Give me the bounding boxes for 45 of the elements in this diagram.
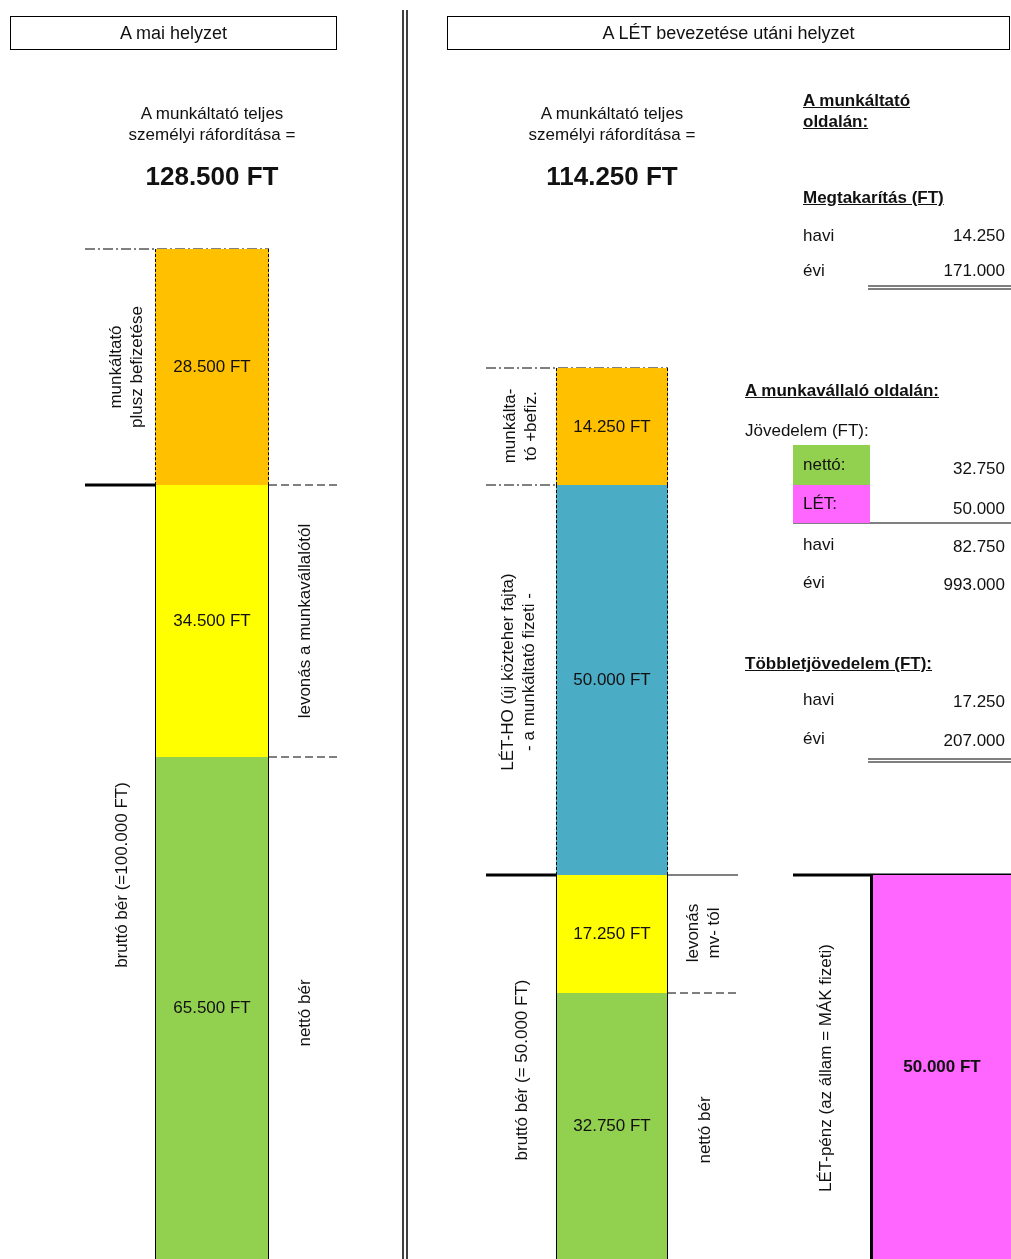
side-label: bruttó bér (= 50.000 FT) — [511, 978, 533, 1163]
section-heading: Többletjövedelem (FT): — [745, 653, 933, 675]
side-label: nettó bér — [294, 978, 316, 1049]
side-label: LÉT-HO (új közteher fajta) - a munkáltató fizeti - — [496, 572, 539, 773]
side-label: nettó bér — [694, 1095, 716, 1166]
side-label: bruttó bér (=100.000 FT) — [111, 781, 133, 970]
bar-segment: 14.250 FT — [556, 368, 668, 485]
side-label: munkáltató plusz befizetése — [104, 305, 147, 430]
value-text: 82.750 — [952, 536, 1005, 558]
section-heading: A munkavállaló oldalán: — [745, 380, 940, 402]
side-label: LÉT-pénz (az állam = MÁK fizeti) — [815, 943, 837, 1194]
row-label: havi — [803, 534, 836, 556]
row-label: évi — [803, 260, 826, 282]
side-label: munkálta- tó +befiz. — [498, 387, 541, 466]
header-box: A mai helyzet — [10, 16, 337, 50]
header-box: A LÉT bevezetése utáni helyzet — [447, 16, 1010, 50]
bar-segment: 50.000 FT — [870, 875, 1011, 1259]
bar-segment: 50.000 FT — [556, 485, 668, 875]
value-text: 207.000 — [942, 730, 1005, 752]
total-amount: 114.250 FT — [545, 160, 679, 193]
row-label: havi — [803, 689, 836, 711]
caption-text: A munkáltató teljes személyi ráfordítása = — [527, 103, 697, 146]
side-label: levonás a munkavállalótól — [294, 522, 316, 721]
bar-segment: 17.250 FT — [556, 875, 668, 993]
bar-segment: 32.750 FT — [556, 993, 668, 1259]
row-label: évi — [803, 728, 826, 750]
caption-text: A munkáltató teljes személyi ráfordítása = — [127, 103, 297, 146]
section-heading: A munkáltató oldalán: — [803, 90, 912, 133]
bar-segment: 28.500 FT — [155, 249, 269, 485]
value-text: 32.750 — [952, 458, 1005, 480]
value-text: 993.000 — [942, 574, 1005, 596]
side-label: levonás mv- tól — [681, 902, 724, 965]
value-text: 171.000 — [942, 260, 1005, 282]
value-text: 14.250 — [952, 225, 1005, 247]
row-label: havi — [803, 225, 836, 247]
color-cell: nettó: — [793, 445, 870, 485]
total-amount: 128.500 FT — [144, 160, 280, 193]
bar-segment: 34.500 FT — [155, 485, 269, 757]
row-label: Jövedelem (FT): — [745, 420, 870, 442]
color-cell: LÉT: — [793, 485, 870, 523]
row-label: évi — [803, 572, 826, 594]
section-heading: Megtakarítás (FT) — [803, 187, 945, 209]
value-text: 17.250 — [952, 691, 1005, 713]
bar-segment: 65.500 FT — [155, 757, 269, 1259]
value-text: 50.000 — [952, 498, 1005, 520]
